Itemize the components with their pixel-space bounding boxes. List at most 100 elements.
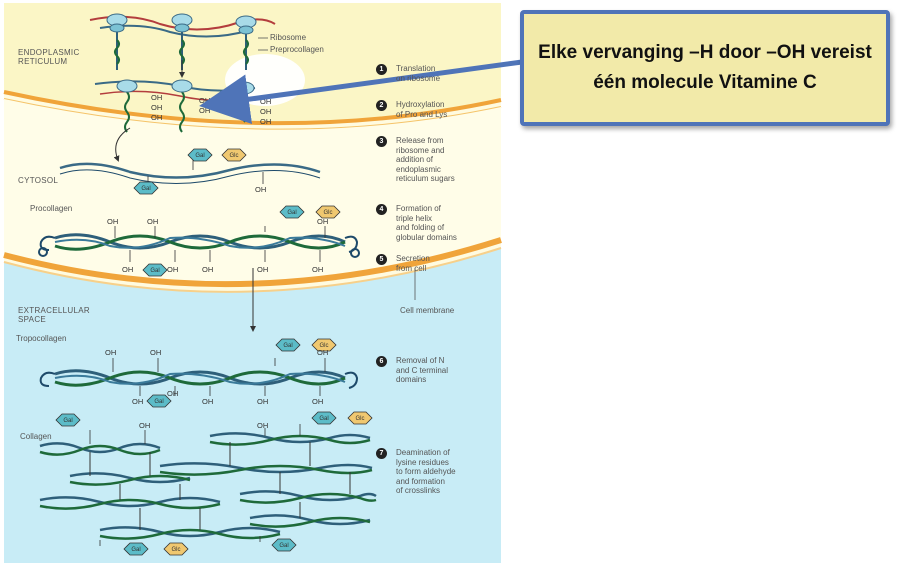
step-number: 5 — [376, 254, 387, 265]
sugars — [55, 148, 373, 556]
svg-text:OH: OH — [147, 217, 158, 226]
step-number: 4 — [376, 204, 387, 215]
step-text: Hydroxylation of Pro and Lys — [396, 100, 448, 119]
glc-sugar — [163, 542, 189, 556]
step-number: 3 — [376, 136, 387, 147]
cell-membrane-inner — [3, 247, 502, 293]
svg-text:Gal: Gal — [63, 418, 72, 424]
svg-text:Gal: Gal — [283, 343, 292, 349]
svg-text:Gal: Gal — [141, 186, 150, 192]
gal-sugar — [275, 338, 301, 352]
tropocollagen-triple-helix — [39, 369, 359, 389]
label-procollagen: Procollagen — [30, 204, 73, 213]
gal-sugar — [133, 181, 159, 195]
step-number: 7 — [376, 448, 387, 459]
gal-sugar — [123, 542, 149, 556]
svg-text:OH: OH — [260, 107, 271, 116]
er-to-cytosol-arrow — [113, 127, 131, 162]
er-membrane — [3, 90, 502, 126]
step-text: Secretion from cell — [396, 254, 430, 273]
svg-text:Glc: Glc — [172, 547, 181, 553]
label-collagen: Collagen — [20, 432, 52, 441]
glc-sugar — [221, 148, 247, 162]
svg-text:OH: OH — [257, 397, 268, 406]
region-label-er: ENDOPLASMIC RETICULUM — [18, 48, 80, 66]
svg-text:OH: OH — [122, 265, 133, 274]
step-number: 6 — [376, 356, 387, 367]
svg-text:OH: OH — [312, 265, 323, 274]
cell-membrane — [3, 237, 502, 288]
svg-text:OH: OH — [151, 103, 162, 112]
svg-text:OH: OH — [257, 421, 268, 430]
step-text: Formation of triple helix and folding of… — [396, 204, 457, 242]
hydroxyl-stems — [89, 160, 326, 546]
svg-text:OH: OH — [202, 397, 213, 406]
svg-text:Gal: Gal — [319, 416, 328, 422]
svg-text:OH: OH — [132, 397, 143, 406]
er-membrane-inner — [3, 98, 502, 131]
gal-sugar — [279, 205, 305, 219]
procollagen-chain — [59, 162, 321, 185]
svg-text:OH: OH — [105, 348, 116, 357]
svg-text:Gal: Gal — [279, 543, 288, 549]
collagen-fibrils — [39, 432, 377, 540]
svg-text:OH: OH — [317, 348, 328, 357]
label-cell-membrane: Cell membrane — [400, 306, 455, 315]
region-label-cytosol: CYTOSOL — [18, 176, 59, 185]
label-tropocollagen: Tropocollagen — [16, 334, 67, 343]
svg-text:Glc: Glc — [320, 343, 329, 349]
svg-text:Glc: Glc — [230, 153, 239, 159]
svg-text:OH: OH — [317, 217, 328, 226]
glc-sugar — [315, 205, 341, 219]
step-text: Deamination of lysine residues to form a… — [396, 448, 456, 495]
callout-arrow — [199, 59, 523, 125]
svg-text:OH: OH — [167, 265, 178, 274]
gal-sugar — [271, 538, 297, 552]
step-number: 1 — [376, 64, 387, 75]
svg-text:OH: OH — [312, 397, 323, 406]
extracellular-space — [4, 247, 501, 563]
callout-text: Elke vervanging –H door –OH vereist één … — [538, 42, 872, 93]
svg-text:OH: OH — [151, 93, 162, 102]
vitamin-c-callout: Elke vervanging –H door –OH vereist één … — [520, 10, 890, 126]
svg-text:Gal: Gal — [195, 153, 204, 159]
ribosome-chain-top — [89, 13, 276, 78]
svg-text:OH: OH — [167, 389, 178, 398]
svg-text:OH: OH — [151, 113, 162, 122]
label-preprocollagen: Preprocollagen — [270, 45, 324, 54]
label-ribosome: Ribosome — [270, 33, 307, 42]
svg-text:OH: OH — [260, 97, 271, 106]
glc-sugar — [347, 411, 373, 425]
region-label-extracellular: EXTRACELLULAR SPACE — [18, 306, 90, 324]
step-number: 2 — [376, 100, 387, 111]
svg-text:Glc: Glc — [324, 210, 333, 216]
svg-text:Glc: Glc — [356, 416, 365, 422]
step-text: Translation on ribosome — [396, 64, 441, 83]
gal-sugar — [187, 148, 213, 162]
svg-text:OH: OH — [199, 96, 210, 105]
svg-text:OH: OH — [202, 265, 213, 274]
svg-text:Gal: Gal — [131, 547, 140, 553]
gal-sugar — [55, 413, 81, 427]
svg-text:Gal: Gal — [150, 268, 159, 274]
step-text: Release from ribosome and addition of en… — [396, 136, 455, 183]
svg-text:OH: OH — [107, 217, 118, 226]
svg-text:OH: OH — [257, 265, 268, 274]
glc-sugar — [311, 338, 337, 352]
gal-sugar — [311, 411, 337, 425]
svg-text:OH: OH — [150, 348, 161, 357]
svg-text:OH: OH — [255, 185, 266, 194]
svg-text:OH: OH — [199, 106, 210, 115]
svg-text:OH: OH — [139, 421, 150, 430]
gal-sugar — [146, 394, 172, 408]
procollagen-triple-helix — [38, 233, 360, 258]
svg-text:OH: OH — [260, 117, 271, 126]
crosslinks — [89, 442, 351, 530]
step-text: Removal of N and C terminal domains — [396, 356, 449, 384]
gal-sugar — [142, 263, 168, 277]
svg-text:Gal: Gal — [154, 399, 163, 405]
svg-text:Gal: Gal — [287, 210, 296, 216]
